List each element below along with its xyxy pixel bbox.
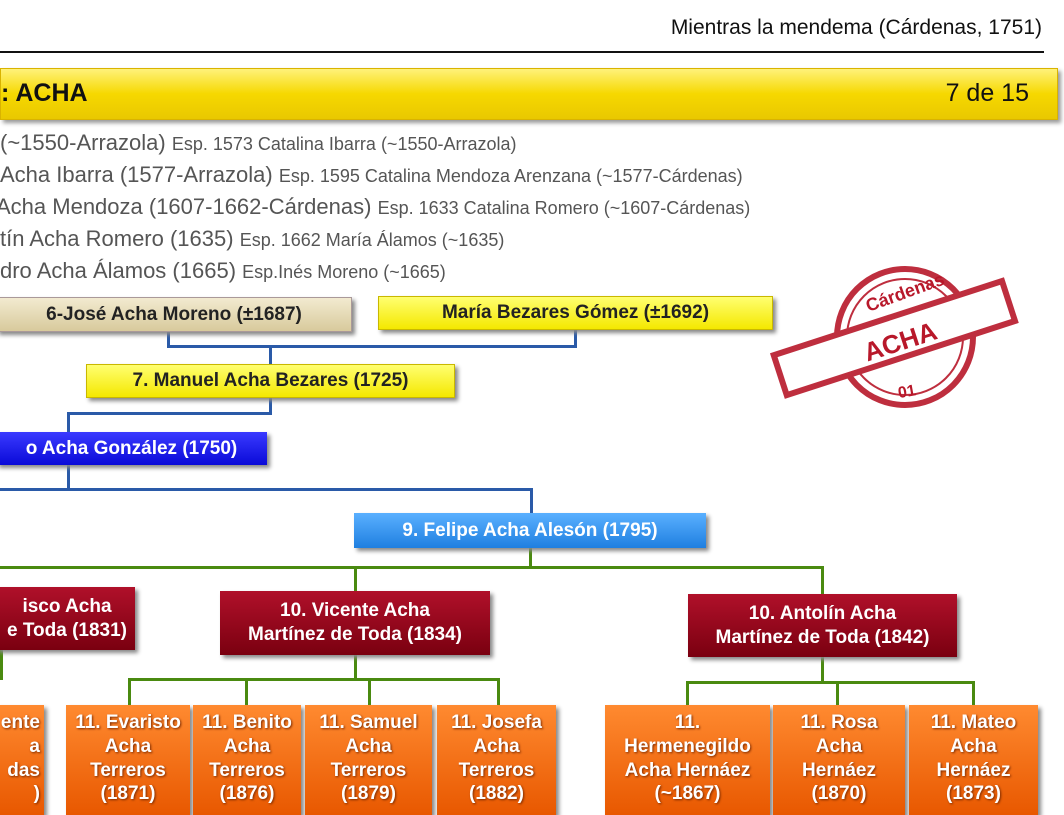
ancestor-spouse: Esp.Inés Moreno (~1665): [242, 262, 446, 282]
connector: [67, 412, 272, 415]
section-banner: : ACHA 7 de 15: [0, 68, 1058, 120]
person-josefa: 11. Josefa Acha Terreros (1882): [437, 705, 556, 815]
connector: [354, 655, 357, 680]
ancestor-name: Acha Ibarra (1577-Arrazola): [0, 162, 273, 187]
ancestor-spouse: Esp. 1633 Catalina Romero (~1607-Cárdena…: [377, 198, 751, 218]
page-indicator: 7 de 15: [945, 79, 1029, 107]
connector: [530, 488, 533, 514]
ancestor-line: Acha Ibarra (1577-Arrazola) Esp. 1595 Ca…: [0, 162, 743, 188]
person-antolin: 10. Antolín Acha Martínez de Toda (1842): [688, 594, 957, 657]
connector: [0, 650, 3, 680]
connector: [972, 681, 975, 706]
connector: [269, 398, 272, 414]
connector: [368, 678, 371, 706]
ancestor-spouse: Esp. 1573 Catalina Ibarra (~1550-Arrazol…: [171, 134, 517, 154]
person-manuel: 7. Manuel Acha Bezares (1725): [86, 364, 455, 398]
connector: [686, 681, 975, 684]
person-maria: María Bezares Gómez (±1692): [378, 296, 773, 330]
ancestor-line: tín Acha Romero (1635) Esp. 1662 María Á…: [0, 226, 504, 252]
connector: [686, 681, 689, 706]
ancestor-spouse: Esp. 1662 María Álamos (~1635): [239, 230, 505, 250]
person-benito: 11. Benito Acha Terreros (1876): [193, 705, 301, 815]
person-jose: 6-José Acha Moreno (±1687): [0, 297, 352, 332]
document-header: Mientras la mendema (Cárdenas, 1751): [670, 16, 1042, 39]
ancestor-line: dro Acha Álamos (1665) Esp.Inés Moreno (…: [0, 258, 446, 284]
person-mateo: 11. Mateo Acha Hernáez (1873): [909, 705, 1038, 815]
person-vicente: 10. Vicente Acha Martínez de Toda (1834): [220, 591, 490, 655]
connector: [497, 678, 500, 706]
connector: [574, 330, 577, 347]
section-title: : ACHA: [1, 79, 88, 107]
ancestor-line: (~1550-Arrazola) Esp. 1573 Catalina Ibar…: [0, 130, 517, 156]
connector: [67, 412, 70, 432]
connector: [128, 678, 131, 706]
stamp-bottom-text: 01: [897, 382, 918, 402]
ancestor-line: Acha Mendoza (1607-1662-Cárdenas) Esp. 1…: [0, 194, 750, 220]
connector: [128, 678, 500, 681]
person-hermenegildo: 11. Hermenegildo Acha Hernáez (~1867): [605, 705, 770, 815]
person-samuel: 11. Samuel Acha Terreros (1879): [305, 705, 432, 815]
connector: [269, 345, 272, 365]
connector: [821, 566, 824, 595]
connector: [167, 332, 170, 347]
connector: [0, 488, 533, 491]
stamp-logo: Cárdenas ACHA 01: [769, 262, 1020, 412]
ancestor-name: tín Acha Romero (1635): [0, 226, 234, 251]
connector: [354, 566, 357, 592]
person-rosa: 11. Rosa Acha Hernáez (1870): [773, 705, 905, 815]
connector: [836, 681, 839, 706]
person-child-left: ente a das ): [0, 705, 44, 815]
person-francisco: isco Acha e Toda (1831): [0, 587, 135, 650]
connector: [0, 566, 824, 569]
person-gen8: o Acha González (1750): [0, 432, 267, 465]
header-divider: [0, 51, 1044, 53]
ancestor-spouse: Esp. 1595 Catalina Mendoza Arenzana (~15…: [278, 166, 743, 186]
person-evaristo: 11. Evaristo Acha Terreros (1871): [66, 705, 190, 815]
connector: [529, 548, 532, 568]
connector: [167, 345, 577, 348]
connector: [245, 678, 248, 706]
ancestor-name: (~1550-Arrazola): [0, 130, 166, 155]
person-felipe: 9. Felipe Acha Alesón (1795): [354, 513, 706, 548]
ancestor-name: Acha Mendoza (1607-1662-Cárdenas): [0, 194, 372, 219]
ancestor-name: dro Acha Álamos (1665): [0, 258, 237, 283]
connector: [67, 465, 70, 490]
connector: [821, 657, 824, 683]
